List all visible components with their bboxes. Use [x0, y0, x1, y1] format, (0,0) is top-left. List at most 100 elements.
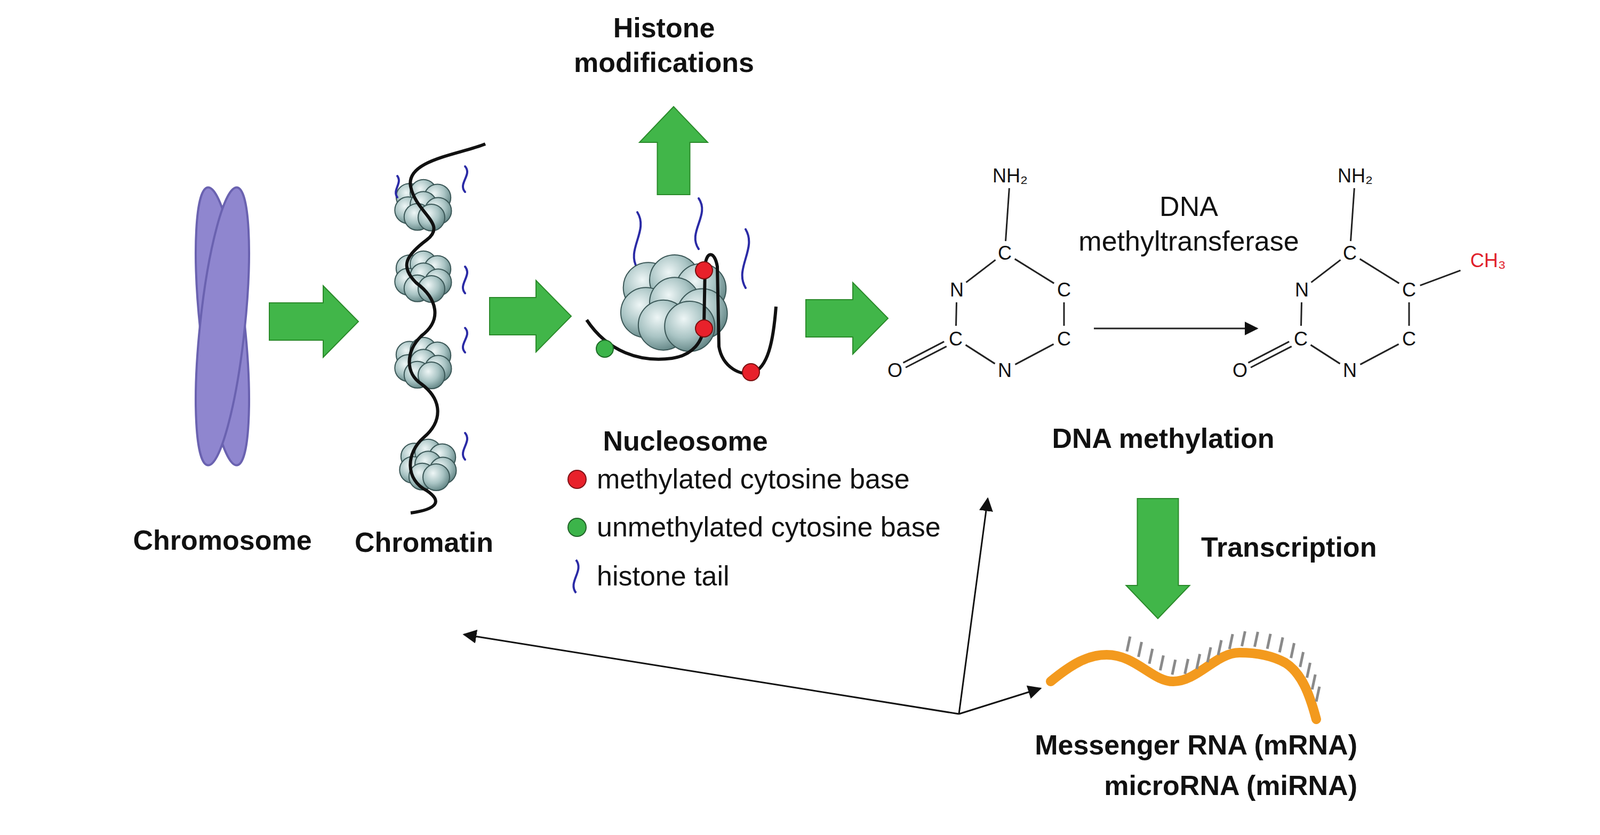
text-label: C: [1402, 277, 1416, 302]
text-label: C: [997, 241, 1012, 266]
block-arrow: [489, 280, 572, 352]
block-arrow: [805, 282, 888, 355]
chem-bond: [905, 346, 947, 368]
methyl-dot: [695, 261, 713, 279]
chem-bond: [1005, 188, 1010, 242]
diagram-node: Chromatin: [358, 138, 490, 635]
histone-sphere: [664, 301, 715, 352]
chem-bond: [902, 341, 944, 364]
histone-tail: [462, 166, 468, 192]
histone-tail: [462, 433, 468, 460]
base-tick: [1185, 659, 1189, 675]
chem-bond: [1014, 259, 1055, 284]
histone-tail: [742, 229, 750, 288]
feedback-line: [464, 634, 959, 715]
base-tick: [1126, 636, 1131, 652]
base-tick: [1218, 640, 1222, 656]
text-label: DNA methyltransferase: [1060, 189, 1317, 259]
text-label: O: [1232, 358, 1248, 383]
rna-wave: [1050, 652, 1317, 720]
base-tick: [1267, 634, 1271, 650]
text-label: C: [1057, 277, 1071, 302]
methyl-dot: [742, 363, 760, 381]
chem-bond: [955, 302, 958, 326]
base-tick: [1160, 655, 1164, 671]
reaction-arrow: [1093, 328, 1258, 330]
base-tick: [1241, 631, 1245, 647]
dna-strand: [586, 254, 776, 374]
base-tick: [1149, 649, 1153, 664]
chem-bond: [1420, 270, 1461, 286]
legend-swatch: [567, 469, 587, 490]
chem-bond: [1248, 341, 1290, 364]
chem-bond: [1408, 302, 1411, 326]
diagram-node: Messenger RNA (mRNA) microRNA (miRNA): [958, 618, 1366, 822]
feedback-arrow: [958, 688, 1041, 715]
chem-bond: [1350, 188, 1355, 242]
chem-bond: [965, 259, 996, 283]
base-tick: [1254, 632, 1258, 647]
node-label: Chromatin: [354, 525, 494, 560]
histone-sphere: [422, 464, 450, 491]
text-label: C: [948, 326, 963, 351]
base-tick: [1196, 654, 1200, 670]
text-label: NH₂: [992, 163, 1028, 188]
legend-swatch: [567, 517, 587, 538]
methyl-dot: [695, 320, 713, 338]
text-label: C: [1342, 241, 1357, 266]
text-label: N: [949, 277, 964, 302]
chem-bond: [1310, 259, 1341, 283]
text-label: N: [1294, 277, 1309, 302]
legend-label: histone tail: [596, 558, 730, 594]
chem-bond: [1014, 344, 1054, 365]
chromosome: [185, 185, 260, 468]
histone-tail: [462, 266, 468, 294]
base-tick: [1312, 674, 1316, 690]
chem-bond: [1300, 302, 1303, 326]
legend-label: unmethylated cytosine base: [596, 509, 941, 545]
histone-tail: [695, 198, 703, 250]
diagram-node: Chromosome: [176, 186, 270, 470]
base-tick: [1138, 642, 1142, 658]
edge-label: Transcription: [1198, 530, 1379, 565]
legend-label: methylated cytosine base: [596, 461, 910, 497]
base-tick: [1291, 643, 1295, 659]
chem-bond: [965, 345, 996, 364]
base-tick: [1279, 637, 1283, 653]
chem-bond: [1310, 345, 1341, 364]
legend-sample-line: [573, 560, 579, 594]
feedback-line: [958, 498, 988, 715]
rna-strand: [1050, 631, 1320, 720]
block-arrow: [639, 106, 708, 195]
node-label: microRNA (miRNA): [1104, 768, 1358, 804]
node-label: Nucleosome: [602, 424, 768, 459]
histone-tail: [462, 328, 468, 353]
dna-strand: [406, 144, 486, 514]
histone-tail: [395, 176, 399, 198]
text-label: C: [1057, 326, 1071, 351]
legend-sample: [565, 557, 587, 596]
base-tick: [1307, 662, 1311, 678]
node-label: DNA methylation: [1040, 421, 1286, 456]
base-tick: [1300, 652, 1304, 668]
diagram-node: Histone modifications: [560, 10, 768, 107]
chem-bond: [1360, 259, 1400, 284]
node-label: Histone modifications: [560, 10, 768, 80]
chromatin-fiber: [394, 144, 486, 514]
node-label: Messenger RNA (mRNA): [1034, 728, 1358, 763]
histone-tail: [634, 212, 642, 269]
text-label: O: [887, 358, 903, 383]
text-label: C: [1293, 326, 1308, 351]
chem-bond: [1360, 344, 1399, 365]
base-tick: [1172, 659, 1176, 675]
cytosine-structures: [902, 188, 1461, 368]
block-arrow: [269, 285, 359, 358]
nucleosome-figure: [586, 198, 776, 381]
diagram-node: Nucleosome: [571, 194, 806, 388]
base-tick: [1316, 686, 1320, 702]
chem-bond: [1063, 302, 1066, 326]
block-arrow: [1126, 498, 1190, 619]
text-label: N: [997, 358, 1012, 383]
